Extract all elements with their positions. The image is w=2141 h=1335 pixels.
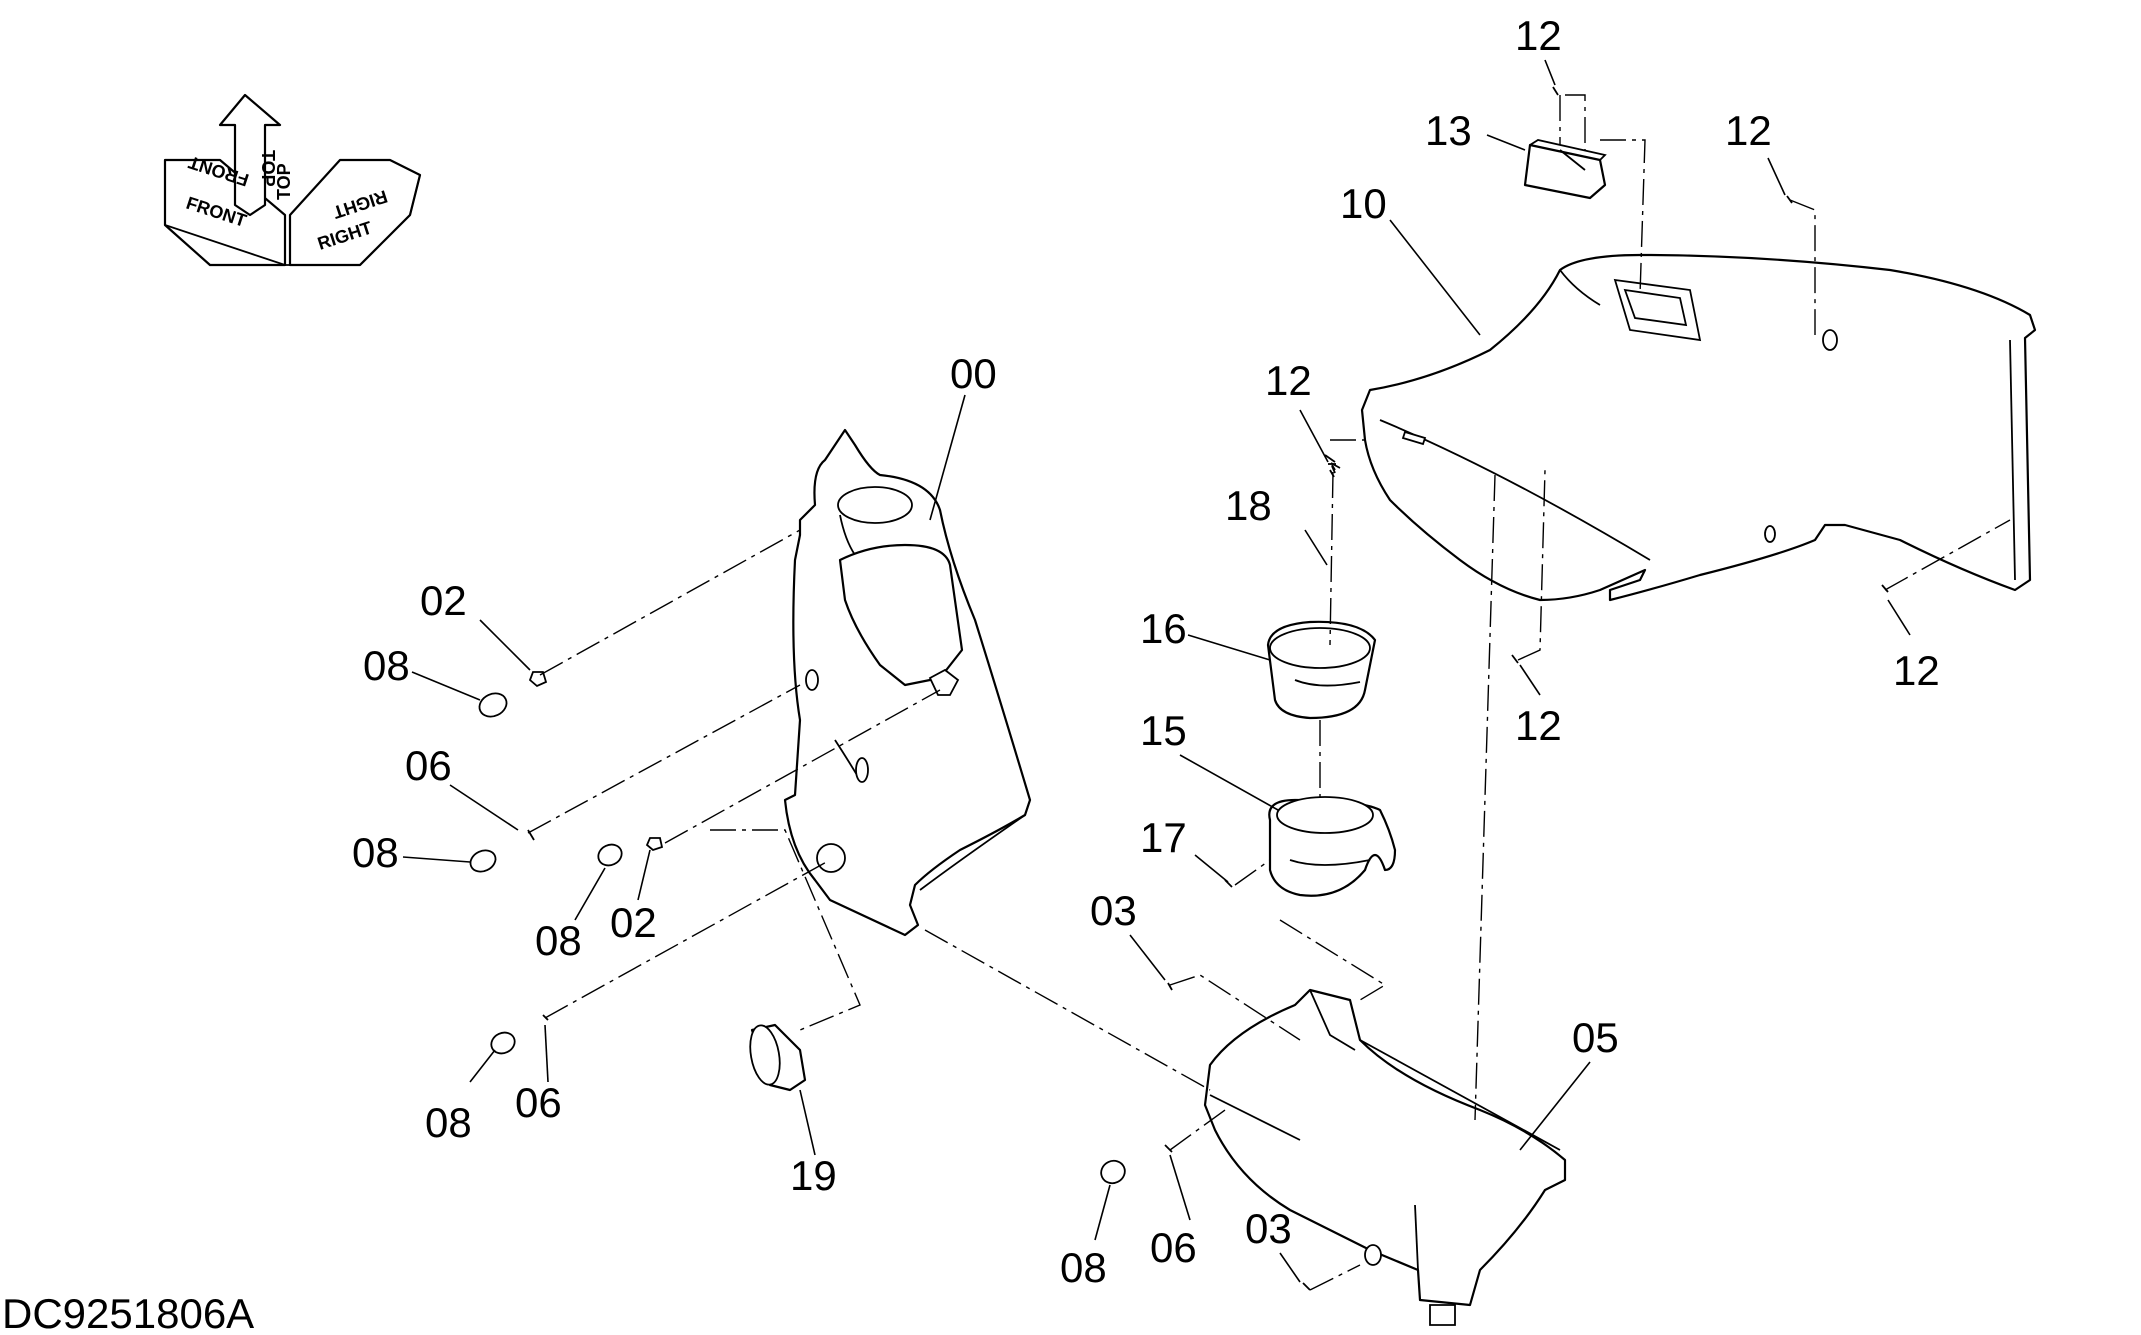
drawing-code: DC9251806A bbox=[2, 1290, 254, 1335]
callout-10: 10 bbox=[1340, 180, 1387, 227]
callout-12-mid: 12 bbox=[1515, 702, 1562, 749]
orientation-indicator: FRONT FRONT TOP TOP RIGHT RIGHT bbox=[163, 93, 422, 267]
part-05-lower-console bbox=[1203, 988, 1567, 1326]
callout-13: 13 bbox=[1425, 107, 1472, 154]
callout-17: 17 bbox=[1140, 814, 1187, 861]
part-00-side-cover bbox=[783, 428, 1032, 937]
callout-08-upper: 08 bbox=[363, 642, 410, 689]
hardware bbox=[469, 86, 1889, 1291]
part-19-bushing bbox=[749, 1023, 807, 1092]
leader-lines bbox=[402, 59, 1911, 1283]
part-16-cup-holder bbox=[1266, 620, 1377, 720]
callout-03-upper: 03 bbox=[1090, 887, 1137, 934]
part-15-cup-base bbox=[1268, 796, 1397, 897]
callout-06-lower: 06 bbox=[515, 1079, 562, 1126]
callout-08-center: 08 bbox=[535, 917, 582, 964]
callout-06-console: 06 bbox=[1150, 1224, 1197, 1271]
callout-08-console: 08 bbox=[1060, 1244, 1107, 1291]
orientation-top: TOP bbox=[258, 150, 278, 187]
callout-02-upper: 02 bbox=[420, 577, 467, 624]
orientation-top-mirror: TOP bbox=[274, 163, 294, 200]
callout-08-middle: 08 bbox=[352, 829, 399, 876]
plug-08e bbox=[1100, 1159, 1126, 1185]
callout-08-lower: 08 bbox=[425, 1099, 472, 1146]
plug-08c bbox=[597, 843, 623, 867]
callout-15: 15 bbox=[1140, 707, 1187, 754]
callout-18: 18 bbox=[1225, 482, 1272, 529]
callout-02-lower: 02 bbox=[610, 899, 657, 946]
callout-06-upper: 06 bbox=[405, 742, 452, 789]
callout-12-mid-left: 12 bbox=[1265, 357, 1312, 404]
assembly-lines bbox=[527, 94, 2011, 1291]
callout-12-top: 12 bbox=[1515, 12, 1562, 59]
callout-12-right: 12 bbox=[1893, 647, 1940, 694]
plug-08a bbox=[478, 692, 508, 718]
screw-02a bbox=[528, 671, 548, 688]
callout-03-lower: 03 bbox=[1245, 1205, 1292, 1252]
callout-05: 05 bbox=[1572, 1014, 1619, 1061]
part-13-clip-cover bbox=[1523, 139, 1607, 200]
callout-19: 19 bbox=[790, 1152, 837, 1199]
part-10-rear-trim bbox=[1360, 253, 2037, 602]
callout-12-top-right: 12 bbox=[1725, 107, 1772, 154]
callout-00: 00 bbox=[950, 350, 997, 397]
screw-02b bbox=[645, 837, 664, 852]
callout-16: 16 bbox=[1140, 605, 1187, 652]
plug-08d bbox=[490, 1031, 516, 1055]
callout-labels: 00 02 08 06 08 08 02 08 06 19 08 06 03 0… bbox=[352, 12, 1940, 1291]
plug-08b bbox=[469, 849, 497, 873]
